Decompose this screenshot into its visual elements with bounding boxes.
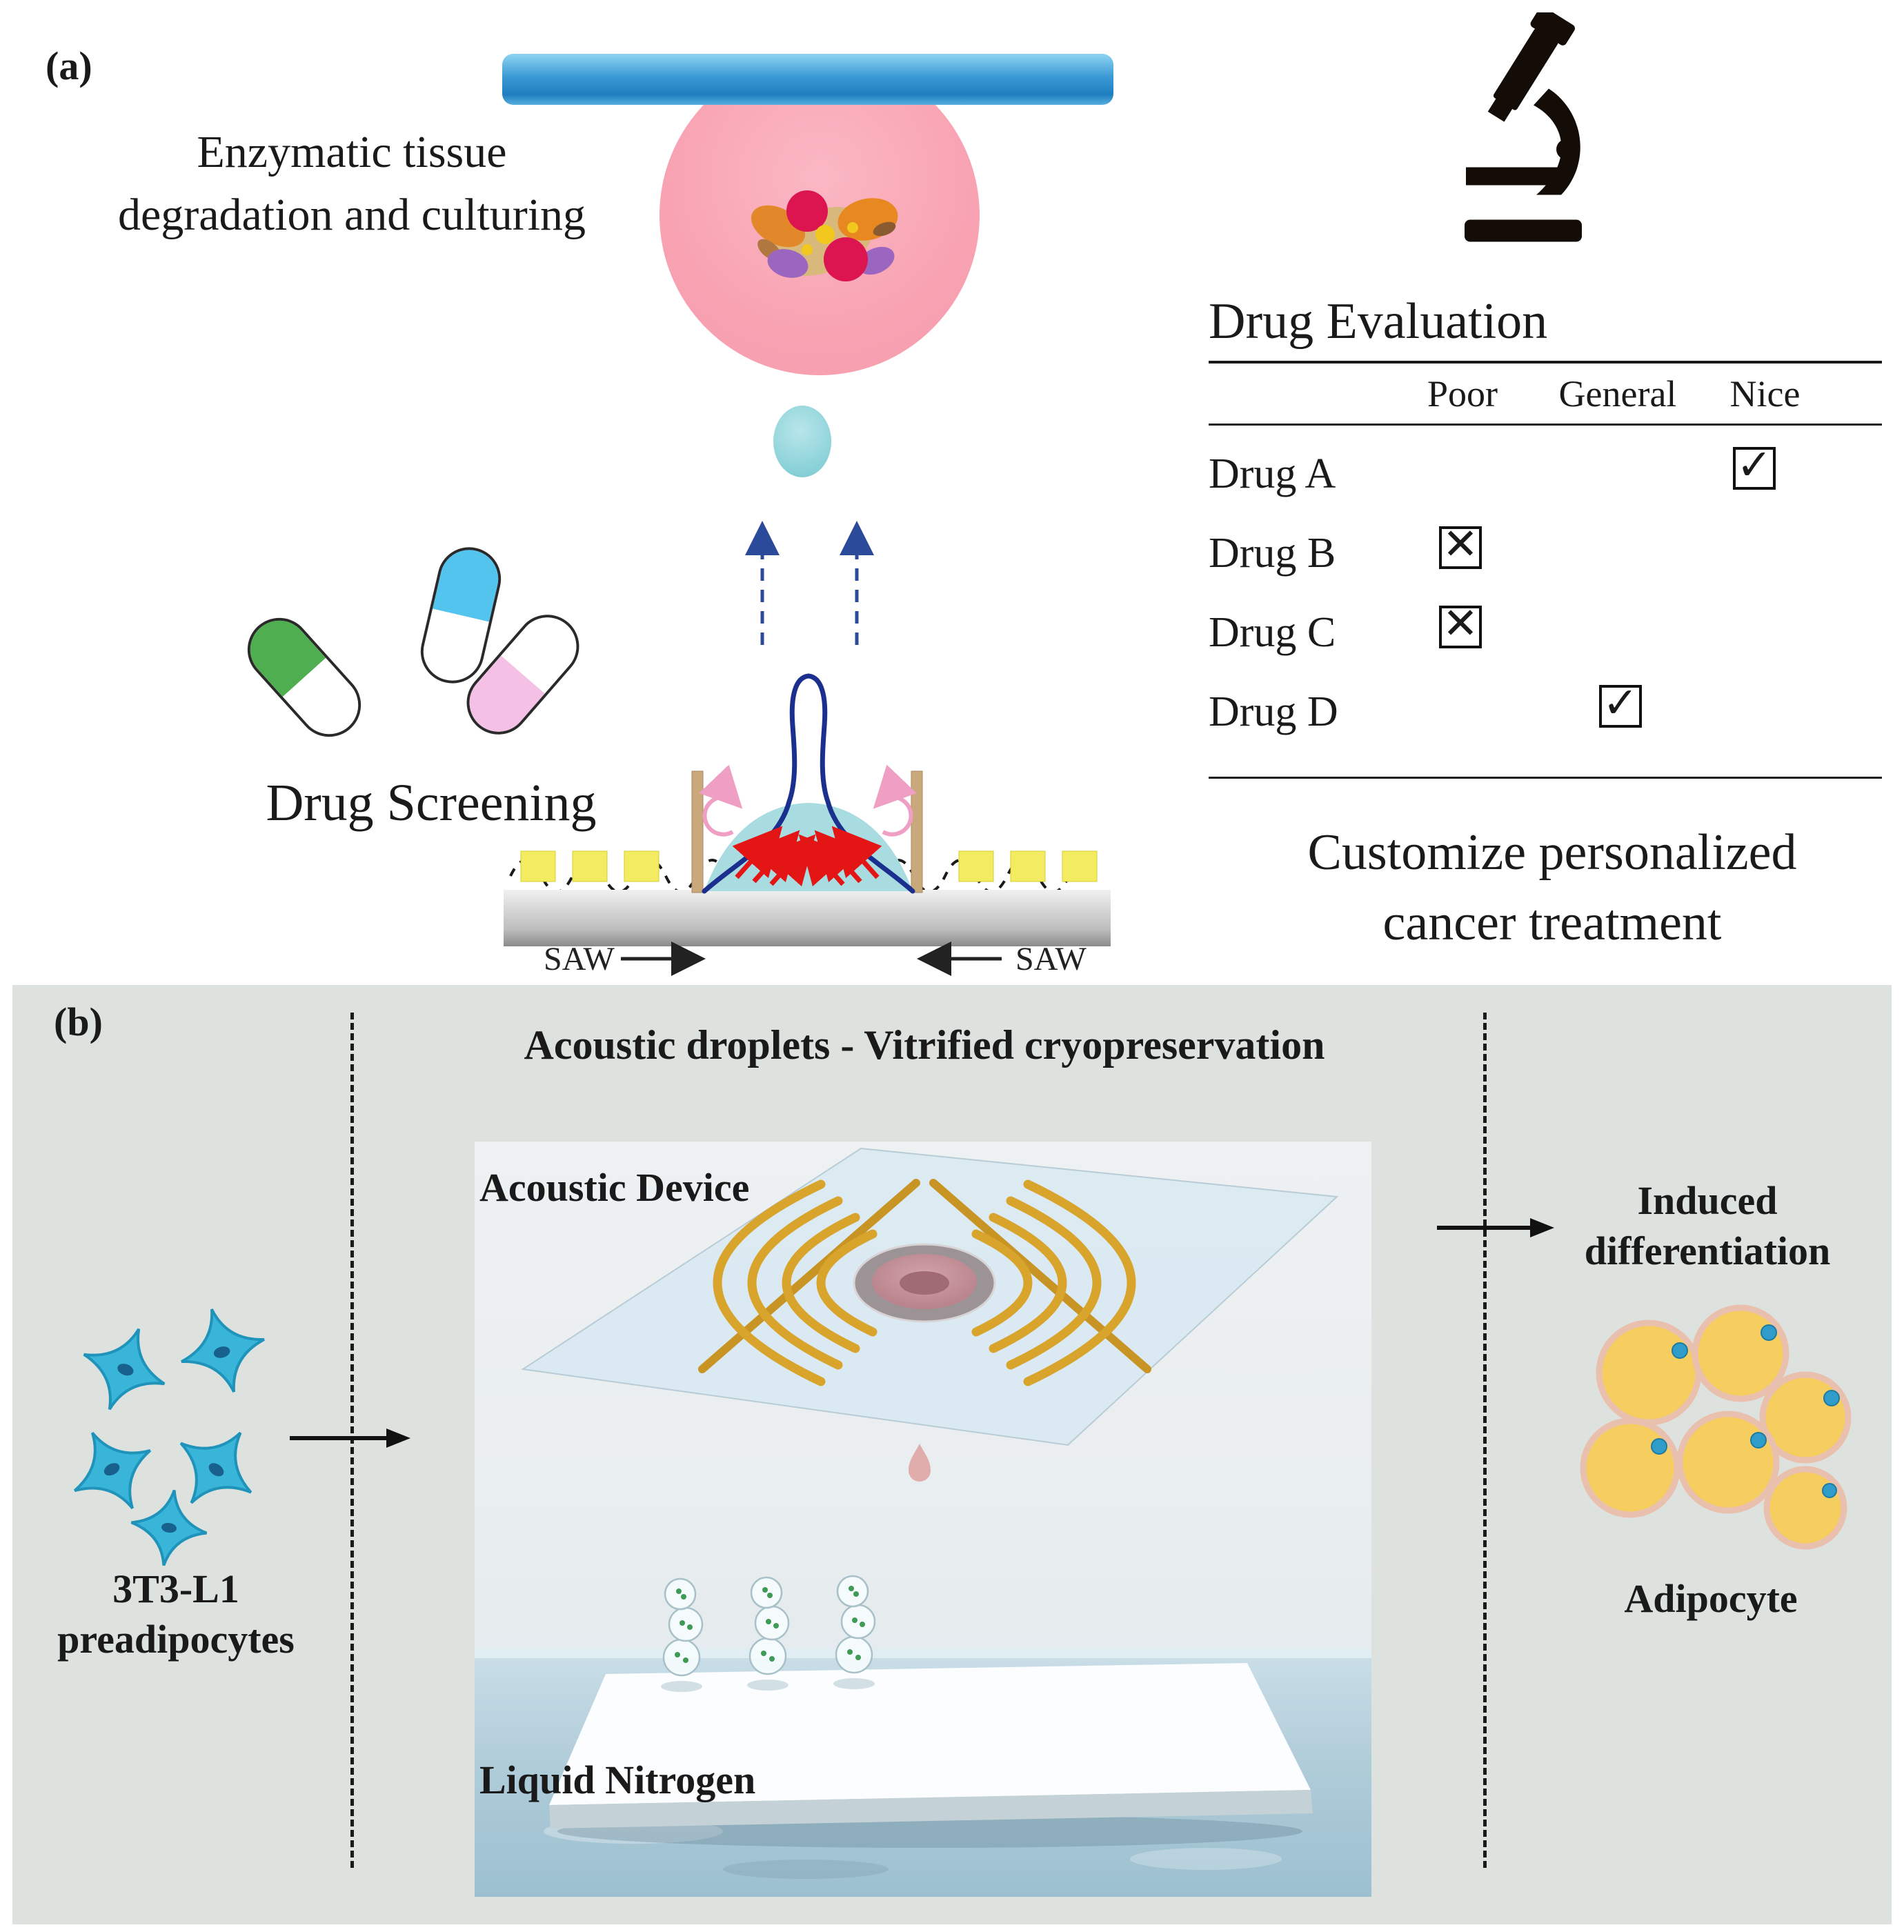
cross-mark: ✕ — [1442, 601, 1478, 648]
drug-a-label: Drug A — [1209, 450, 1336, 497]
workflow-arrow-right — [1437, 1218, 1554, 1237]
drug-evaluation-title: Drug Evaluation — [1209, 293, 1548, 350]
post-right — [911, 770, 923, 893]
idt-electrodes-left — [520, 850, 660, 882]
table-rule-bottom — [1209, 777, 1882, 779]
post-left — [691, 770, 704, 893]
dashed-divider-right — [1483, 1013, 1487, 1868]
drug-c-poor-checkbox[interactable]: ✕ — [1439, 601, 1482, 648]
drug-d-label: Drug D — [1209, 688, 1338, 735]
drug-b-poor-checkbox[interactable]: ✕ — [1439, 521, 1482, 569]
culture-plate-bar — [502, 54, 1113, 105]
ejection-arrows — [745, 521, 874, 645]
panel-a-label: (a) — [46, 43, 92, 88]
check-mark: ✓ — [1603, 680, 1638, 727]
check-mark: ✓ — [1736, 442, 1772, 489]
panel-b-title: Acoustic droplets - Vitrified cryopreser… — [524, 1022, 1325, 1068]
adipocyte-cells — [1580, 1304, 1852, 1550]
panel-b-label: (b) — [54, 999, 103, 1044]
falling-droplet — [909, 1444, 931, 1482]
enzymatic-caption: Enzymatic tissue degradation and culturi… — [117, 127, 586, 241]
drug-b-label: Drug B — [1209, 530, 1336, 577]
workflow-arrow-left — [290, 1428, 410, 1448]
column-header-poor: Poor — [1427, 373, 1498, 415]
vortex-arrow-right — [873, 764, 917, 837]
column-header-nice: Nice — [1729, 373, 1801, 415]
drug-d-general-checkbox[interactable]: ✓ — [1599, 680, 1642, 728]
preadipocyte-cells — [73, 1308, 265, 1566]
vitrified-droplets — [661, 1575, 876, 1692]
pool-surface-line — [475, 1649, 1371, 1658]
induced-differentiation-label: Induced differentiation — [1584, 1178, 1831, 1273]
acoustic-device-label: Acoustic Device — [479, 1165, 750, 1210]
adipocyte-label: Adipocyte — [1624, 1576, 1798, 1621]
drug-c-label: Drug C — [1209, 609, 1336, 656]
streaming-arrows — [732, 826, 882, 887]
platform-edge — [549, 1790, 1313, 1829]
saw-device: SAW SAW — [504, 673, 1111, 977]
pill-green — [234, 604, 375, 750]
saw-label-right: SAW — [1015, 941, 1087, 977]
drug-a-nice-checkbox[interactable]: ✓ — [1733, 442, 1776, 490]
focused-idt-arcs — [713, 1179, 1136, 1386]
column-header-general: General — [1558, 373, 1677, 415]
idt-electrodes-right — [958, 850, 1098, 882]
cross-mark: ✕ — [1442, 521, 1478, 568]
vortex-arrow-left — [699, 764, 743, 837]
busbar-right — [929, 1179, 1151, 1373]
tissue-cell-cluster — [751, 190, 898, 281]
piezo-substrate — [504, 890, 1111, 946]
customize-caption: Customize personalized cancer treatment — [1307, 824, 1797, 952]
preadipocytes-label: 3T3-L1 preadipocytes — [57, 1566, 295, 1662]
saw-label-left: SAW — [544, 941, 615, 977]
dispensed-droplet — [773, 406, 831, 477]
chip-droplet — [853, 1243, 996, 1323]
microscope-icon — [1465, 12, 1582, 242]
drug-screening-caption: Drug Screening — [266, 774, 597, 832]
floating-platform — [549, 1663, 1311, 1805]
jet-outline — [702, 673, 915, 894]
table-rule-header — [1209, 424, 1882, 426]
busbar-left — [698, 1179, 920, 1373]
liquid-nitrogen-label: Liquid Nitrogen — [479, 1757, 756, 1802]
table-rule-top — [1209, 361, 1882, 364]
cryopreservation-render — [475, 1142, 1371, 1897]
